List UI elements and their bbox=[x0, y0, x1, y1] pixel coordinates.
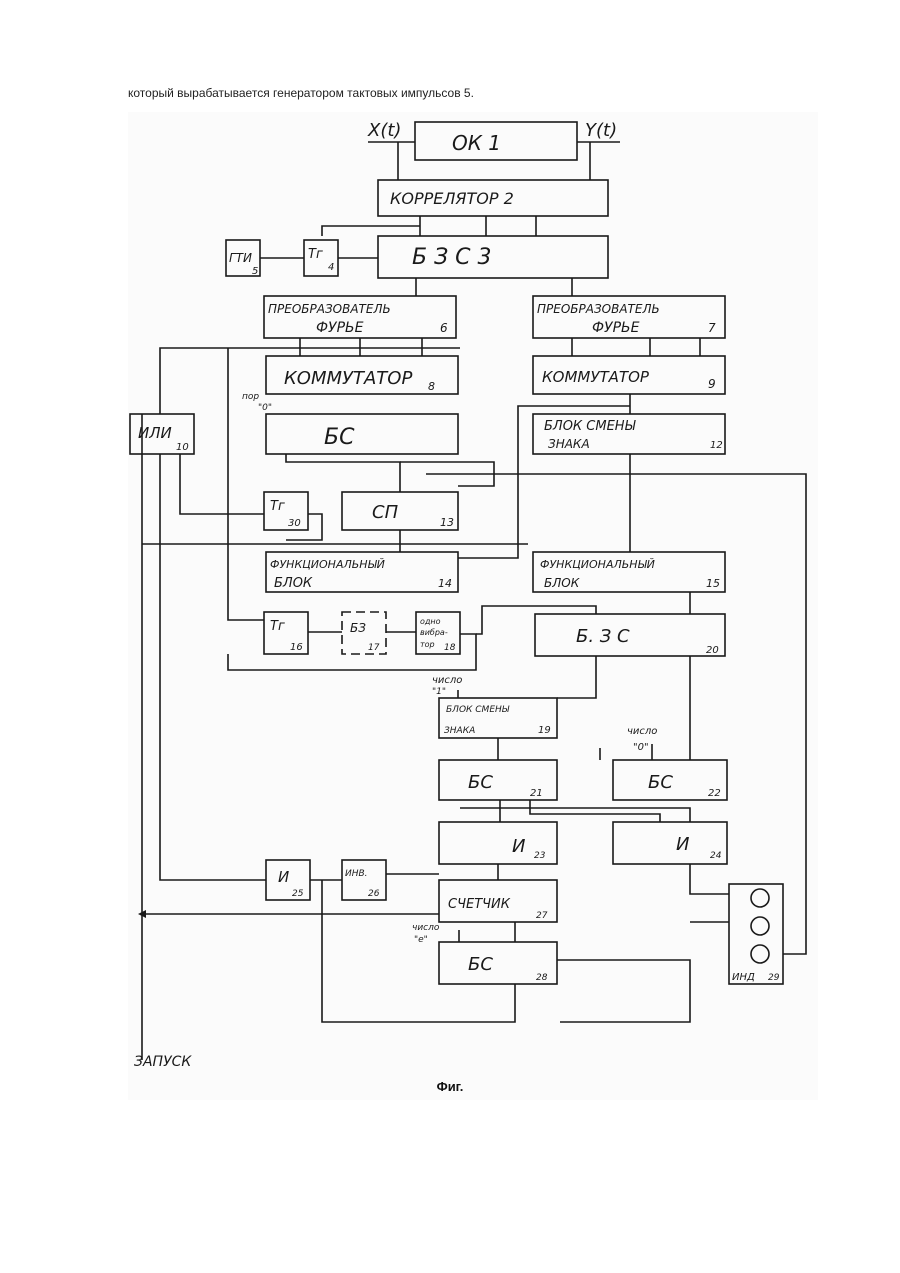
sign12-line2: ЗНАКА bbox=[548, 437, 590, 451]
and24-label: И bbox=[676, 834, 689, 855]
num0-line1: число bbox=[627, 726, 657, 737]
bs22-num: 22 bbox=[708, 788, 721, 799]
sign12-line1: БЛОК СМЕНЫ bbox=[544, 419, 637, 434]
sign19-num: 19 bbox=[538, 725, 551, 736]
num0-line2: "0" bbox=[633, 742, 649, 753]
commutator9-num: 9 bbox=[708, 377, 716, 391]
correlator-label: КОРРЕЛЯТОР 2 bbox=[390, 189, 514, 208]
num1-line2: "1" bbox=[432, 687, 446, 697]
bs28-num: 28 bbox=[536, 973, 548, 983]
bs11-label: БС bbox=[324, 425, 355, 450]
and25-num: 25 bbox=[292, 889, 304, 899]
sign19-line1: БЛОК СМЕНЫ bbox=[446, 705, 510, 715]
memory3-label: Б З С 3 bbox=[412, 245, 492, 270]
oneshot18-num: 18 bbox=[444, 643, 456, 653]
ind29-num: 29 bbox=[768, 973, 780, 983]
func15-num: 15 bbox=[706, 577, 720, 590]
fourier7-line1: ПРЕОБРАЗОВАТЕЛЬ bbox=[537, 302, 660, 316]
tr30-label: Тг bbox=[270, 499, 285, 514]
signal-y-label: Y(t) bbox=[585, 120, 617, 141]
func15-line2: БЛОК bbox=[544, 576, 580, 590]
tr16-label: Тг bbox=[270, 619, 285, 634]
fourier6-num: 6 bbox=[440, 321, 448, 335]
or10-num: 10 bbox=[176, 442, 189, 453]
numE-line2: "е" bbox=[414, 935, 428, 945]
fourier7-num: 7 bbox=[708, 321, 716, 335]
lamp-3 bbox=[751, 945, 769, 963]
tr4-num: 4 bbox=[328, 262, 334, 273]
sm13-label: СП bbox=[372, 502, 399, 523]
and23-label: И bbox=[512, 836, 525, 857]
block-memory20 bbox=[535, 614, 725, 656]
tr4-label: Тг bbox=[308, 247, 323, 262]
fourier7-line2: ФУРЬЕ bbox=[592, 320, 640, 336]
tr30-num: 30 bbox=[288, 518, 301, 529]
memory20-num: 20 bbox=[706, 645, 719, 656]
start-label: ЗАПУСК bbox=[134, 1054, 192, 1070]
memory17-label: БЗ bbox=[350, 621, 366, 635]
bs21-label: БС bbox=[468, 772, 493, 793]
inv26-num: 26 bbox=[368, 889, 380, 899]
func14-line1: ФУНКЦИОНАЛЬНЫЙ bbox=[270, 558, 385, 571]
por0-line1: пор bbox=[242, 392, 259, 402]
gti-num: 5 bbox=[252, 266, 258, 277]
func15-line1: ФУНКЦИОНАЛЬНЫЙ bbox=[540, 558, 655, 571]
sm13-num: 13 bbox=[440, 516, 454, 529]
inv26-label: ИНВ. bbox=[345, 869, 368, 879]
block-bs11 bbox=[266, 414, 458, 454]
num1-line1: число bbox=[432, 675, 462, 686]
ind29-label: ИНД bbox=[732, 972, 755, 983]
and24-num: 24 bbox=[710, 851, 722, 861]
oneshot18-line3: тор bbox=[420, 640, 435, 649]
fourier6-line2: ФУРЬЕ bbox=[316, 320, 364, 336]
signal-x-label: X(t) bbox=[367, 120, 401, 141]
and25-label: И bbox=[278, 868, 289, 886]
counter27-label: СЧЕТЧИК bbox=[448, 897, 511, 912]
gti-label: ГТИ bbox=[229, 251, 252, 265]
sign12-num: 12 bbox=[710, 440, 723, 451]
commutator8-num: 8 bbox=[428, 380, 435, 393]
bs28-label: БС bbox=[468, 954, 493, 975]
func14-line2: БЛОК bbox=[274, 576, 313, 591]
memory20-label: Б. З С bbox=[576, 626, 630, 647]
bs21-num: 21 bbox=[530, 788, 543, 799]
ok1-label: ОК 1 bbox=[452, 131, 501, 155]
oneshot18-line2: вибра- bbox=[420, 628, 448, 637]
func14-num: 14 bbox=[438, 577, 452, 590]
tr16-num: 16 bbox=[290, 642, 303, 653]
sign19-line2: ЗНАКА bbox=[444, 726, 475, 736]
commutator8-label: КОММУТАТОР bbox=[284, 368, 412, 389]
and23-num: 23 bbox=[534, 851, 546, 861]
lamp-2 bbox=[751, 917, 769, 935]
bs22-label: БС bbox=[648, 772, 673, 793]
memory17-num: 17 bbox=[368, 643, 380, 653]
numE-line1: число bbox=[412, 923, 440, 933]
or10-label: ИЛИ bbox=[138, 424, 172, 442]
lamp-1 bbox=[751, 889, 769, 907]
counter27-num: 27 bbox=[536, 911, 548, 921]
commutator9-label: КОММУТАТОР bbox=[542, 368, 650, 386]
fourier6-line1: ПРЕОБРАЗОВАТЕЛЬ bbox=[268, 302, 391, 316]
por0-line2: "0" bbox=[258, 403, 272, 413]
figure-caption: Фиг. bbox=[0, 1079, 900, 1094]
oneshot18-line1: одно bbox=[420, 617, 441, 626]
